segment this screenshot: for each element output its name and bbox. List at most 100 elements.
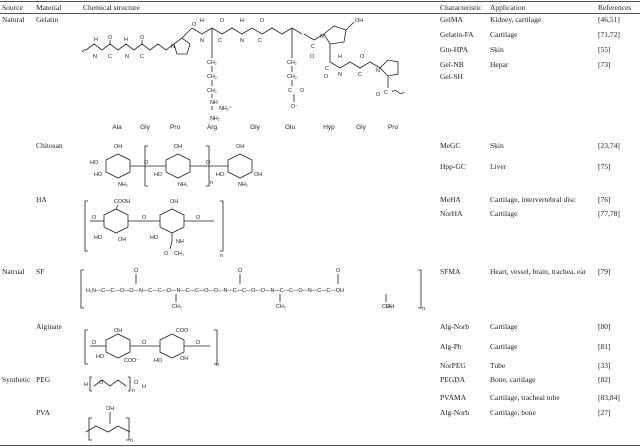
reference: [27] xyxy=(598,408,611,417)
svg-text:O: O xyxy=(336,268,340,274)
svg-text:CH₂: CH₂ xyxy=(207,74,217,80)
svg-text:O: O xyxy=(196,340,200,346)
svg-text:N: N xyxy=(93,54,97,60)
svg-text:C: C xyxy=(358,72,362,78)
top-rule xyxy=(0,1,640,2)
svg-text:n: n xyxy=(422,306,425,312)
svg-text:C: C xyxy=(288,88,292,94)
source-synthetic: Synthetic xyxy=(2,375,31,384)
svg-text:O: O xyxy=(300,88,304,94)
reference: [76] xyxy=(598,195,611,204)
svg-text:CH₃: CH₃ xyxy=(174,251,184,257)
reference: [73] xyxy=(598,60,611,69)
svg-text:OH: OH xyxy=(106,406,114,412)
header-characteristic: Characteristic xyxy=(440,3,482,12)
svg-text:O: O xyxy=(134,380,138,386)
header-application: Application xyxy=(490,3,526,12)
svg-text:O: O xyxy=(196,215,200,221)
residue-label: Hyp xyxy=(323,124,335,131)
svg-text:OH: OH xyxy=(118,237,126,243)
characteristic: PEGDA xyxy=(440,375,466,384)
svg-text:C: C xyxy=(108,54,112,60)
sf-oh: OH xyxy=(386,304,395,310)
svg-text:N: N xyxy=(200,38,204,44)
svg-text:CH₂: CH₂ xyxy=(287,60,297,66)
svg-text:HO: HO xyxy=(94,172,102,178)
residue-label: Gly xyxy=(140,124,150,131)
characteristic: Hpp-GC xyxy=(440,162,466,171)
svg-text:H: H xyxy=(338,54,342,60)
svg-text:NH₂⁺: NH₂⁺ xyxy=(219,106,232,112)
svg-text:HO: HO xyxy=(154,358,162,364)
reference: [23,74] xyxy=(598,141,620,150)
svg-text:n: n xyxy=(132,388,135,394)
svg-text:O: O xyxy=(142,215,146,221)
svg-text:N: N xyxy=(240,38,244,44)
svg-text:COO⁻: COO⁻ xyxy=(176,328,191,334)
svg-text:NH: NH xyxy=(176,239,184,245)
svg-text:NH₂: NH₂ xyxy=(238,182,248,188)
svg-text:O: O xyxy=(108,35,112,41)
residue-label: Gly xyxy=(356,124,366,131)
svg-text:C: C xyxy=(218,38,222,44)
material-chitosan: Chitosan xyxy=(36,141,63,150)
characteristic: Alg-Norb xyxy=(440,322,470,331)
residue-label: Arg xyxy=(206,124,218,131)
characteristic: Gel-NB xyxy=(440,60,464,69)
svg-text:O: O xyxy=(192,22,196,28)
residue-label: Glu xyxy=(284,124,296,131)
application: Liver xyxy=(490,162,507,171)
reference: [77,78] xyxy=(598,209,620,218)
svg-text:n: n xyxy=(130,438,133,444)
svg-text:n: n xyxy=(220,253,223,259)
characteristic: MeHA xyxy=(440,195,461,204)
svg-text:O: O xyxy=(310,54,314,60)
residue-label: Pro xyxy=(169,124,181,131)
svg-text:CH₂: CH₂ xyxy=(207,88,217,94)
application: Skin xyxy=(490,45,504,54)
svg-text:O: O xyxy=(206,160,210,166)
svg-text:O: O xyxy=(92,340,96,346)
characteristic: NorHA xyxy=(440,209,463,218)
svg-text:OH: OH xyxy=(254,172,262,178)
svg-text:O: O xyxy=(260,18,264,24)
svg-text:O: O xyxy=(360,54,364,60)
svg-text:N: N xyxy=(171,44,175,50)
application: Cartilage, bone xyxy=(490,408,536,417)
header-references: References xyxy=(598,3,632,12)
characteristic: Gtn-HPA xyxy=(440,45,469,54)
reference: [80] xyxy=(598,322,611,331)
residue-label: Gly xyxy=(250,124,260,131)
material-peg: PEG xyxy=(36,375,51,384)
svg-text:OH: OH xyxy=(355,18,363,24)
header-rule xyxy=(0,13,640,14)
svg-text:OH: OH xyxy=(236,144,244,150)
svg-text:HO: HO xyxy=(90,160,98,166)
application: Cartilage, intervertebral disc xyxy=(490,195,576,204)
svg-text:O: O xyxy=(144,160,148,166)
header-material: Material xyxy=(36,3,62,12)
residue-label: Pro xyxy=(387,124,399,131)
pva-structure: OH n xyxy=(85,406,133,444)
svg-text:O: O xyxy=(220,18,224,24)
svg-text:H: H xyxy=(124,37,128,43)
residue-label: Ala xyxy=(112,124,122,131)
svg-text:O: O xyxy=(142,340,146,346)
svg-text:H: H xyxy=(94,37,98,43)
header-source: Source xyxy=(2,3,23,12)
svg-text:O: O xyxy=(238,268,242,274)
characteristic: Alg-Ph xyxy=(440,342,462,351)
svg-text:O: O xyxy=(99,380,103,386)
svg-text:OH: OH xyxy=(170,199,178,205)
svg-text:CH₃: CH₃ xyxy=(172,304,182,310)
svg-text:NH₂: NH₂ xyxy=(118,182,128,188)
svg-text:O: O xyxy=(164,251,168,257)
material-ha: HA xyxy=(36,195,47,204)
material-pva: PVA xyxy=(36,408,51,417)
gelatin-structure: HN CO HN CO N O NH CO CH₂ CH₂ CH₂ NH NH₂… xyxy=(81,18,405,122)
svg-text:NH₂: NH₂ xyxy=(210,116,220,122)
svg-text:n: n xyxy=(216,362,219,368)
